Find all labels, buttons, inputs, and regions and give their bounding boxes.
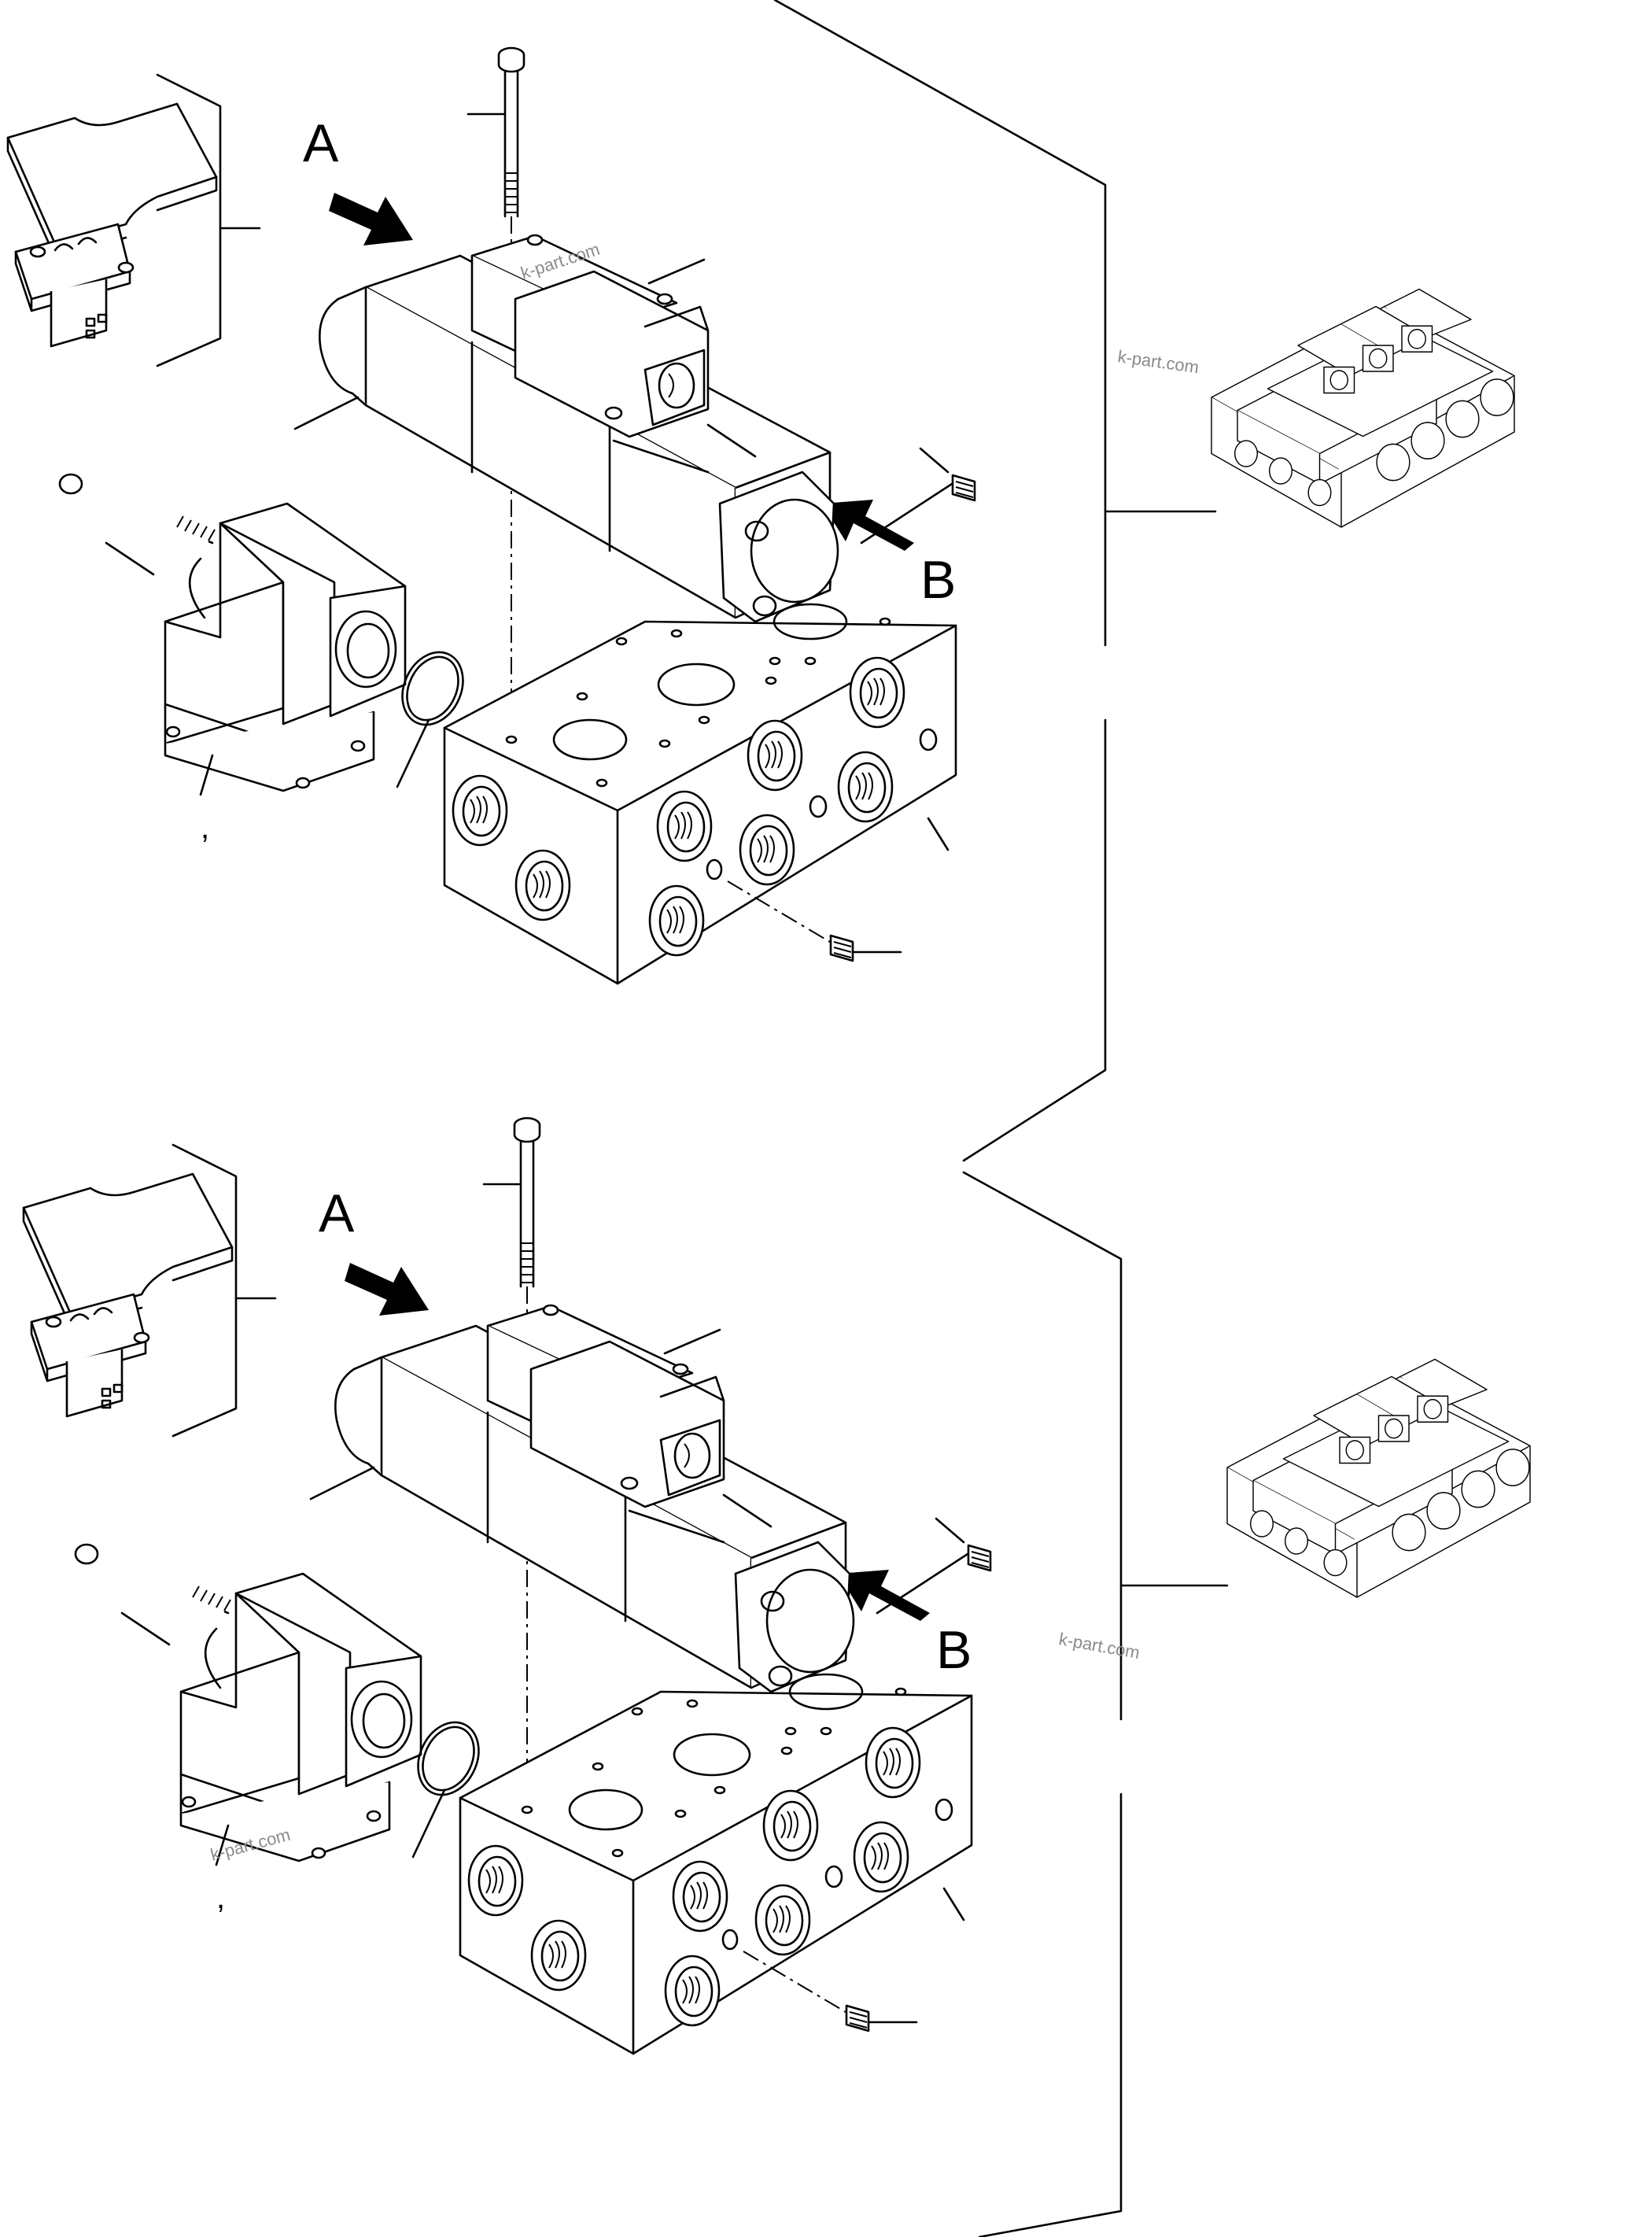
upper-exploded-assembly: [8, 48, 975, 984]
lower-bracket: [962, 1171, 1123, 2237]
assembled-valve-thumbnail-upper: [1210, 288, 1516, 529]
assembled-valve-thumbnail-lower: [1226, 1358, 1532, 1599]
upper-bracket: [773, 0, 1107, 1162]
watermark: k-part.com: [1057, 1629, 1141, 1663]
watermark: k-part.com: [1116, 346, 1200, 377]
lower-exploded-assembly: [24, 1118, 990, 2054]
